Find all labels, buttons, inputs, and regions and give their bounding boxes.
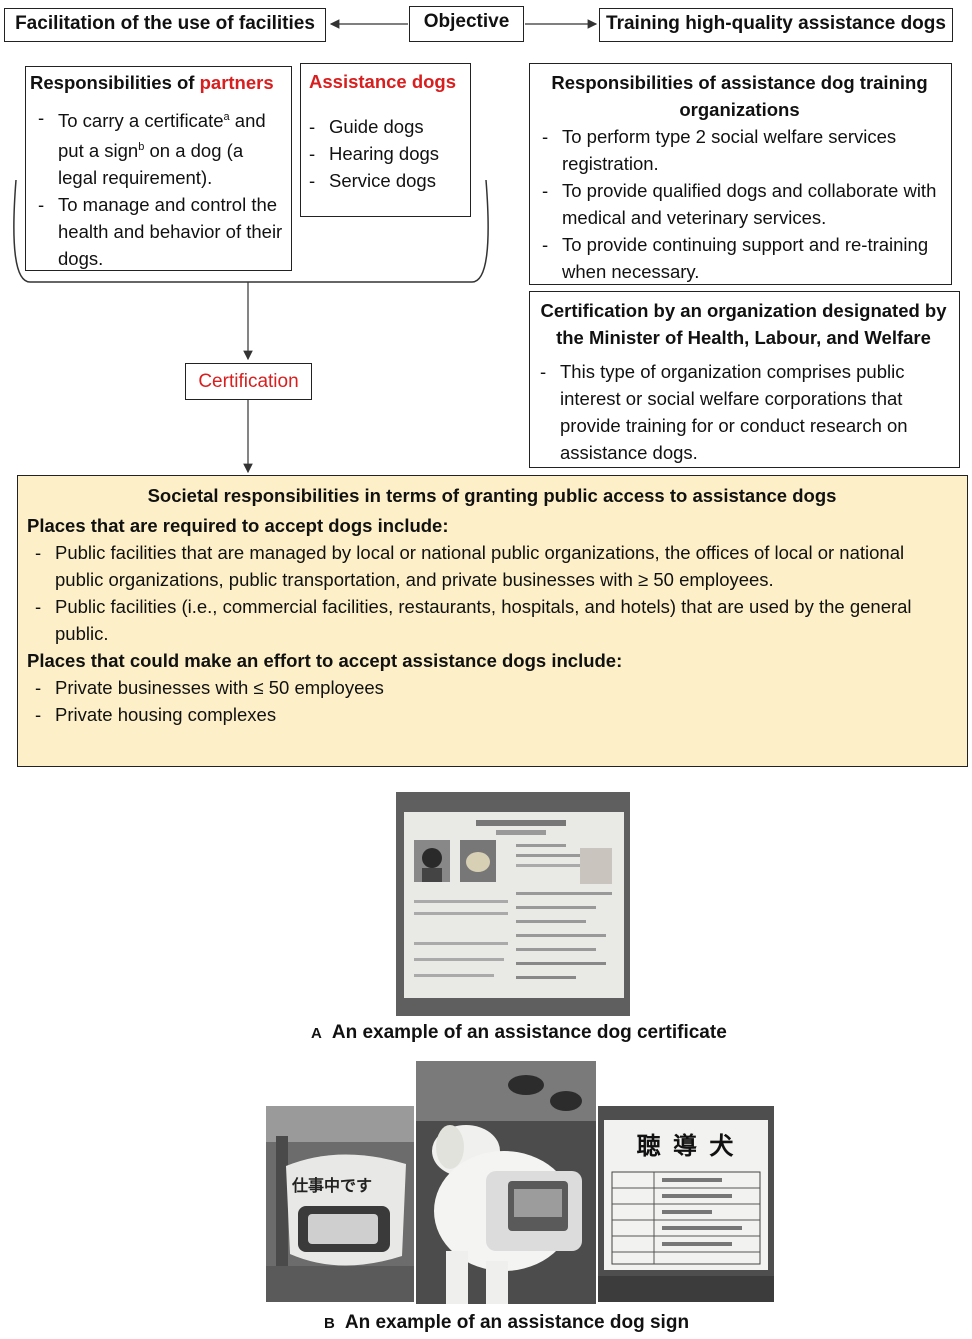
required-heading: Places that are required to accept dogs …	[27, 515, 449, 536]
vest-photo-left: 仕事中です	[266, 1106, 414, 1302]
assistance-dog-type: Guide dogs	[301, 113, 462, 140]
societal-responsibilities-box: Societal responsibilities in terms of gr…	[17, 475, 968, 767]
sign-text: 聴 導 犬	[636, 1132, 736, 1160]
effort-item: Private housing complexes	[27, 701, 957, 728]
assistance-dog-type: Service dogs	[301, 167, 462, 194]
assistance-dogs-title: Assistance dogs	[309, 71, 457, 92]
partners-bracket	[13, 179, 489, 283]
effort-item: Private businesses with ≤ 50 employees	[27, 674, 957, 701]
certificate-photo	[396, 792, 630, 1016]
partners-highlight: partners	[199, 72, 274, 93]
training-orgs-item: To provide continuing support and re-tra…	[534, 231, 945, 285]
partners-item-manage: To manage and control the health and beh…	[30, 191, 287, 272]
training-header: Training high-quality assistance dogs	[599, 8, 953, 42]
effort-heading: Places that could make an effort to acce…	[27, 650, 623, 671]
required-item: Public facilities that are managed by lo…	[27, 539, 957, 593]
designated-org-title: Certification by an organization designa…	[540, 300, 947, 348]
training-orgs-item: To perform type 2 social welfare service…	[534, 123, 945, 177]
dog-vest-photo	[416, 1061, 596, 1304]
assistance-dog-type: Hearing dogs	[301, 140, 462, 167]
facilitation-header: Facilitation of the use of facilities	[4, 8, 326, 42]
partners-item-certificate: To carry a certificatea and put a signb …	[30, 104, 287, 191]
training-orgs-item: To provide qualified dogs and collaborat…	[534, 177, 945, 231]
partners-title: Responsibilities of partners	[30, 72, 274, 93]
objective-header: Objective	[409, 6, 524, 42]
assistance-dogs-list: Guide dogs Hearing dogs Service dogs	[301, 113, 462, 194]
training-orgs-title: Responsibilities of assistance dog train…	[551, 72, 928, 120]
figure-a-letter: A	[311, 1025, 322, 1042]
designated-org-item: This type of organization comprises publ…	[532, 358, 955, 466]
vest-text: 仕事中です	[292, 1176, 373, 1195]
required-item: Public facilities (i.e., commercial faci…	[27, 593, 957, 647]
sign-card-photo: 聴 導 犬	[598, 1106, 774, 1302]
connector-lines	[13, 19, 598, 474]
certification-label: Certification	[185, 363, 312, 400]
assistance-dogs-box: Assistance dogs Guide dogs Hearing dogs …	[300, 63, 471, 217]
partners-responsibilities-box: Responsibilities of partners To carry a …	[25, 66, 292, 271]
societal-title: Societal responsibilities in terms of gr…	[147, 485, 837, 506]
training-orgs-box: Responsibilities of assistance dog train…	[529, 63, 952, 285]
figure-b-letter: B	[324, 1315, 335, 1332]
designated-org-box: Certification by an organization designa…	[529, 291, 960, 468]
